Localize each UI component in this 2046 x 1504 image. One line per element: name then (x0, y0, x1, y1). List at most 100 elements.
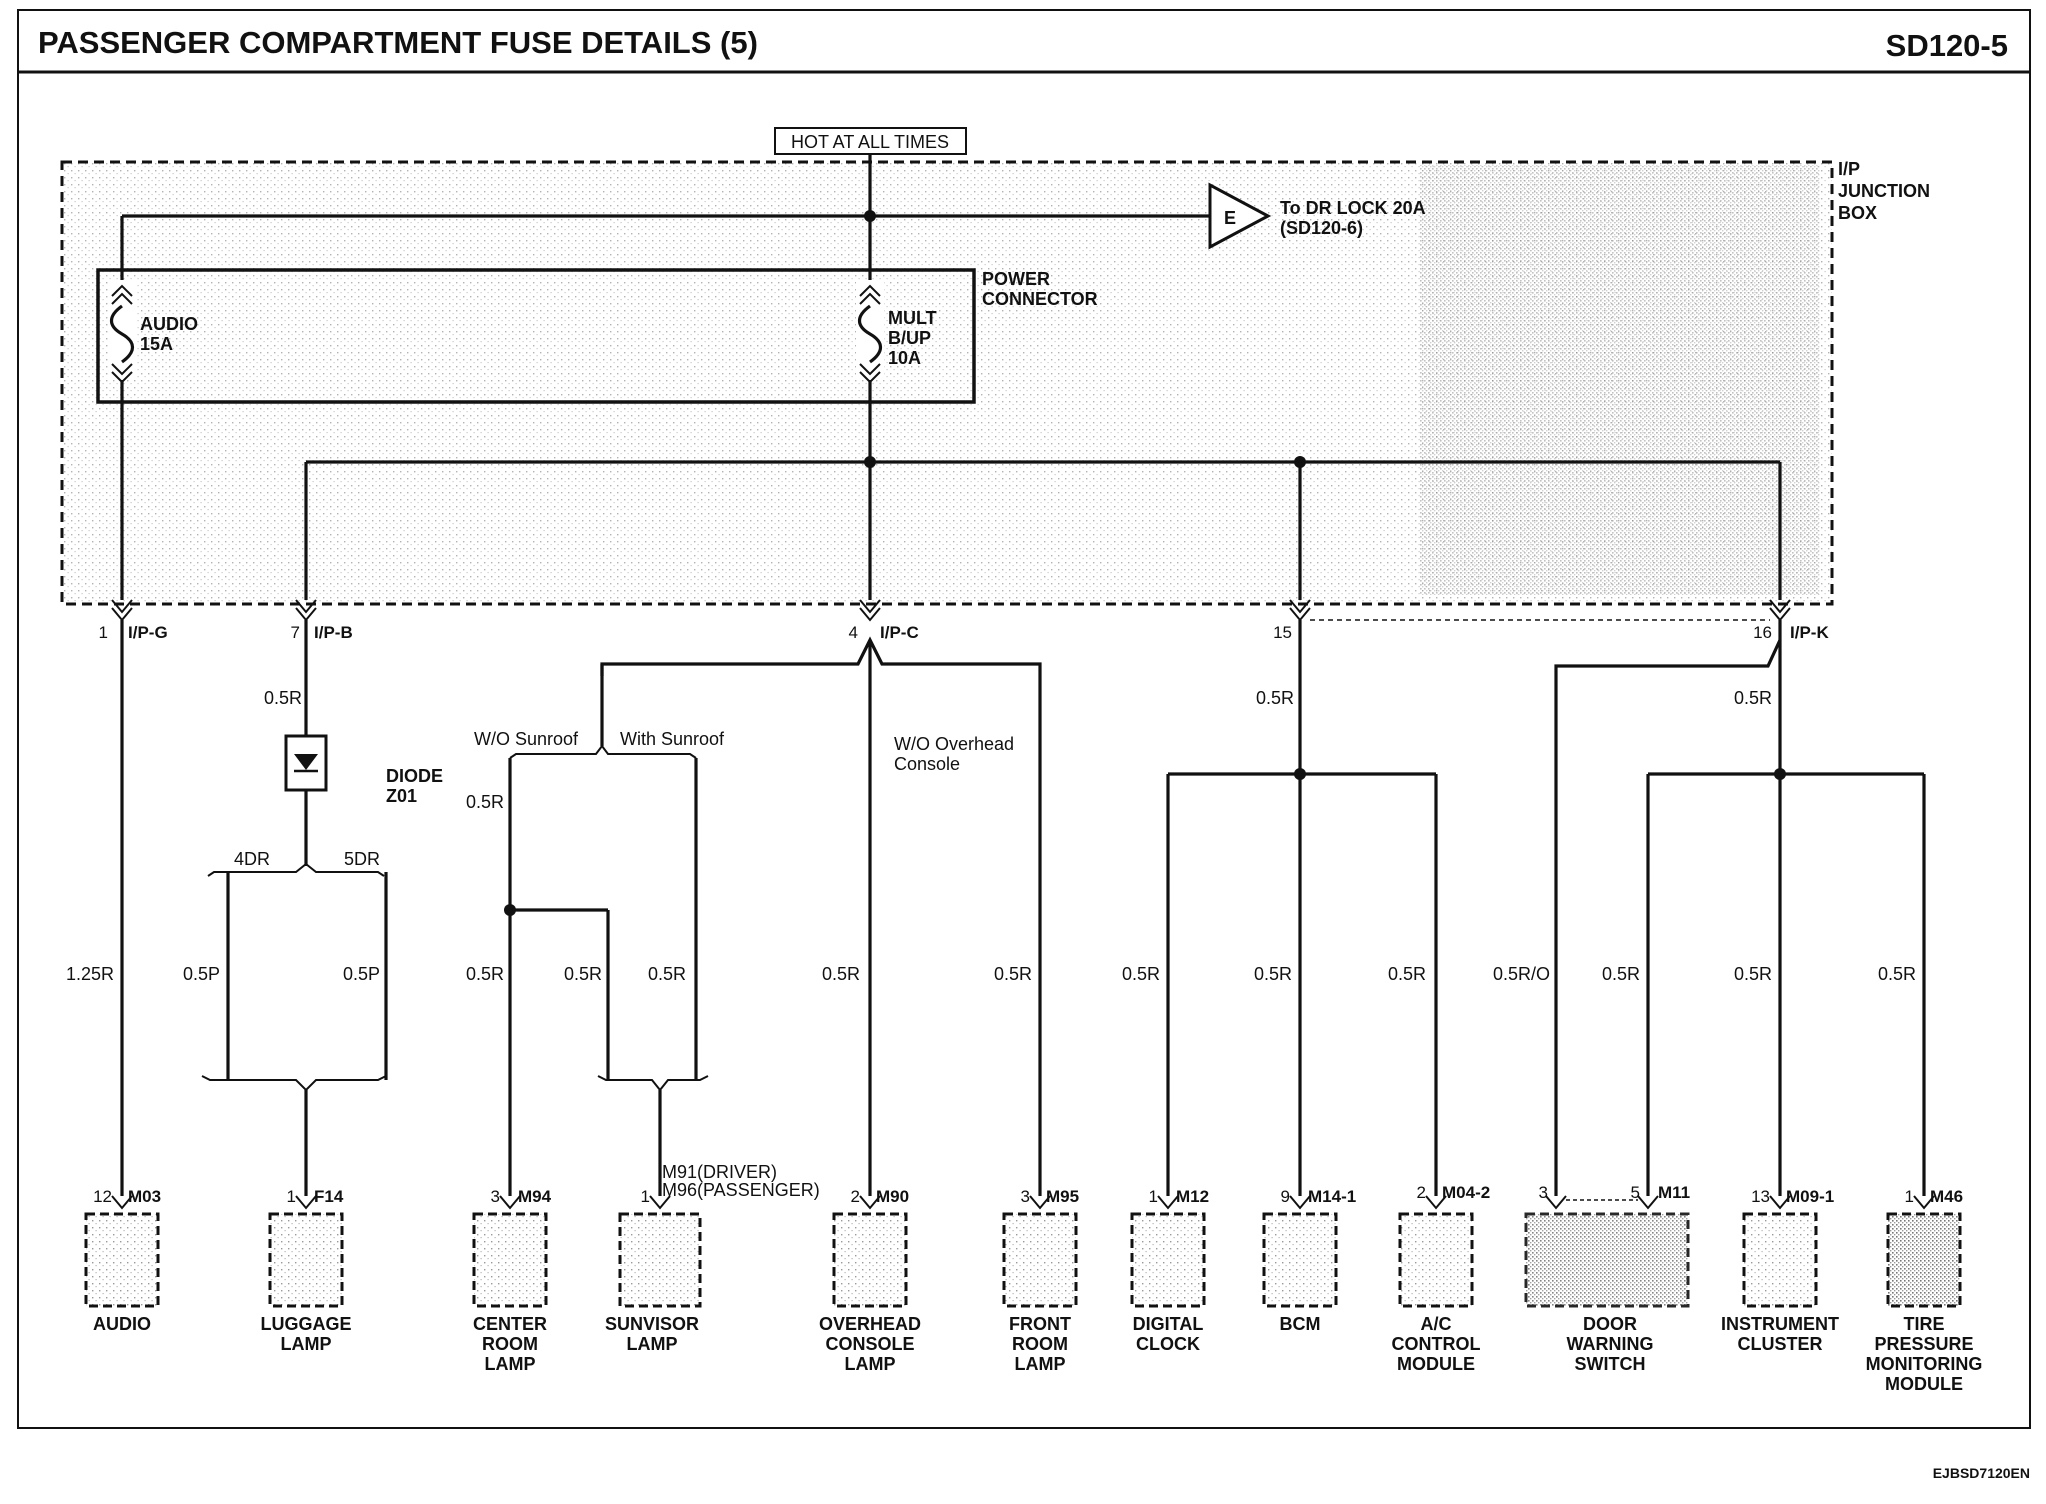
ref-label-2: (SD120-6) (1280, 218, 1363, 238)
pin-number: 12 (93, 1187, 112, 1206)
component-name: LAMP (485, 1354, 536, 1374)
component-name: MODULE (1397, 1354, 1475, 1374)
component-name: CONSOLE (825, 1334, 914, 1354)
fuse-audio-label: AUDIO (140, 314, 198, 334)
component-name: FRONT (1009, 1314, 1071, 1334)
wire-label: 0.5R (648, 964, 686, 984)
option-4dr: 4DR (234, 849, 270, 869)
component-ac-control-module: 2 M04-2 A/C CONTROL MODULE (1392, 1183, 1491, 1374)
bus-wires (120, 154, 1782, 600)
component-name: LAMP (281, 1334, 332, 1354)
fuse-mult-label-2: B/UP (888, 328, 931, 348)
ip-junction-box: I/P JUNCTION BOX (60, 159, 1930, 606)
component-bcm: 9 M14-1 BCM (1262, 1187, 1356, 1334)
wire-label: 0.5R (264, 688, 302, 708)
wire-label: 0.5R (1602, 964, 1640, 984)
pin-number: 1 (1149, 1187, 1158, 1206)
conn-ipg: I/P-G (128, 623, 168, 642)
power-connector-label-1: POWER (982, 269, 1050, 289)
hot-at-all-times-label: HOT AT ALL TIMES (791, 132, 949, 152)
component-name: OVERHEAD (819, 1314, 921, 1334)
ref-label-1: To DR LOCK 20A (1280, 198, 1426, 218)
wire-label: 1.25R (66, 964, 114, 984)
pin-number: 5 (1631, 1183, 1640, 1202)
pin-number: 3 (1539, 1183, 1548, 1202)
jb-label-3: BOX (1838, 203, 1877, 223)
wire-label: 0.5R (466, 792, 504, 812)
option-wo-overhead-2: Console (894, 754, 960, 774)
wire-labels: 0.5R 1.25R 0.5P 0.5P 0.5R 0.5R 0.5R 0.5R… (66, 688, 1916, 984)
wire-label: 0.5R (1122, 964, 1160, 984)
connector-id: M91(DRIVER) (662, 1162, 777, 1182)
wire-label: 0.5R (1734, 964, 1772, 984)
component-tire-pressure-monitoring-module: 1 M46 TIRE PRESSURE MONITORING MODULE (1866, 1187, 1983, 1394)
connector-id: M03 (128, 1187, 161, 1206)
wire-label: 0.5R (1256, 688, 1294, 708)
component-luggage-lamp: 1 F14 LUGGAGE LAMP (260, 1187, 351, 1354)
component-name: ROOM (1012, 1334, 1068, 1354)
component-audio: 12 M03 AUDIO (84, 1187, 161, 1334)
wire-label: 0.5P (183, 964, 220, 984)
pin-number: 1 (641, 1187, 650, 1206)
pin-ipc: 4 (849, 623, 858, 642)
option-wo-overhead: W/O Overhead (894, 734, 1014, 754)
jb-pins: 1 I/P-G 7 I/P-B 4 I/P-C 15 16 I/P-K (99, 599, 1829, 642)
connector-id: M94 (518, 1187, 552, 1206)
option-labels: 4DR 5DR W/O Sunroof With Sunroof W/O Ove… (234, 729, 1014, 869)
pin-number: 9 (1281, 1187, 1290, 1206)
option-5dr: 5DR (344, 849, 380, 869)
diode-label: DIODE (386, 766, 443, 786)
connector-id: M95 (1046, 1187, 1079, 1206)
component-name: LAMP (627, 1334, 678, 1354)
component-name: CONTROL (1392, 1334, 1481, 1354)
component-digital-clock: 1 M12 DIGITAL CLOCK (1130, 1187, 1209, 1354)
pin-ipk: 16 (1753, 623, 1772, 642)
component-name: CLUSTER (1738, 1334, 1823, 1354)
fuse-audio: AUDIO 15A (108, 280, 198, 384)
pin-ipb: 7 (291, 623, 300, 642)
pin-ipg: 1 (99, 623, 108, 642)
ref-dr-lock: E To DR LOCK 20A (SD120-6) (1208, 182, 1426, 250)
wire-label: 0.5R (1734, 688, 1772, 708)
supply-label: HOT AT ALL TIMES (774, 127, 967, 155)
power-connector-label-2: CONNECTOR (982, 289, 1098, 309)
fuse-mult-bup: MULT B/UP 10A (856, 280, 937, 384)
option-wo-sunroof: W/O Sunroof (474, 729, 579, 749)
fuse-mult-rating: 10A (888, 348, 921, 368)
pin-number: 1 (287, 1187, 296, 1206)
wire-label: 0.5R (1388, 964, 1426, 984)
component-door-warning-switch: 3 5 M11 DOOR WARNING SWITCH (1524, 1183, 1690, 1374)
connector-id: M14-1 (1308, 1187, 1356, 1206)
connector-id: M96(PASSENGER) (662, 1180, 820, 1200)
component-name: BCM (1280, 1314, 1321, 1334)
connector-id: F14 (314, 1187, 344, 1206)
pin-number: 13 (1751, 1187, 1770, 1206)
conn-ipc: I/P-C (880, 623, 919, 642)
component-name: CENTER (473, 1314, 547, 1334)
connector-id: M90 (876, 1187, 909, 1206)
diode-code: Z01 (386, 786, 417, 806)
conn-ipb: I/P-B (314, 623, 353, 642)
pin-15: 15 (1273, 623, 1292, 642)
component-instrument-cluster: 13 M09-1 INSTRUMENT CLUSTER (1721, 1187, 1839, 1354)
component-name: ROOM (482, 1334, 538, 1354)
pin-number: 3 (1021, 1187, 1030, 1206)
page-code: SD120-5 (1886, 28, 2008, 63)
connector-id: M12 (1176, 1187, 1209, 1206)
header: PASSENGER COMPARTMENT FUSE DETAILS (5) S… (18, 25, 2030, 74)
component-name: A/C (1421, 1314, 1452, 1334)
pin-number: 3 (491, 1187, 500, 1206)
pin-number: 1 (1905, 1187, 1914, 1206)
component-name: MODULE (1885, 1374, 1963, 1394)
jb-label-1: I/P (1838, 159, 1860, 179)
wire-label: 0.5R (822, 964, 860, 984)
wire-label: 0.5P (343, 964, 380, 984)
wire-label: 0.5R (994, 964, 1032, 984)
component-name: LAMP (845, 1354, 896, 1374)
component-name: DIGITAL (1133, 1314, 1204, 1334)
component-name: SWITCH (1575, 1354, 1646, 1374)
wire-label: 0.5R (1878, 964, 1916, 984)
component-name: INSTRUMENT (1721, 1314, 1839, 1334)
component-name: WARNING (1567, 1334, 1654, 1354)
page-title: PASSENGER COMPARTMENT FUSE DETAILS (5) (38, 25, 758, 60)
